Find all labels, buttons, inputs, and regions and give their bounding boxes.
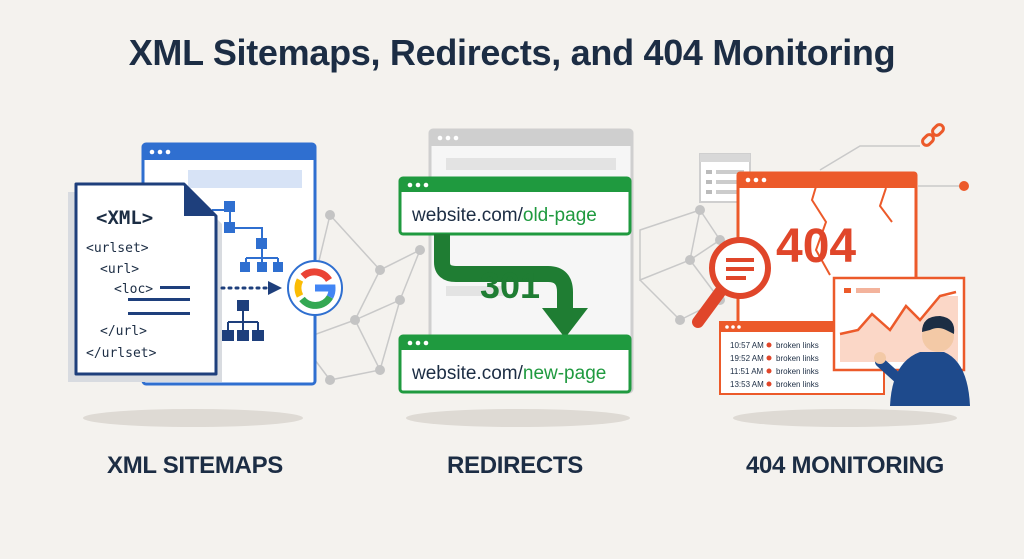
xml-tag: <XML> [96,207,153,229]
new-url-path: new-page [523,363,606,384]
person-icon [874,316,970,406]
xml-line: </url> [100,324,147,339]
shadow [83,409,303,427]
shadow [733,409,957,427]
old-url-bar: website.com/old-page [398,176,632,236]
log-time: 19:52 AM [730,354,764,363]
submit-arrow [220,281,282,295]
svg-text:website.com/old-page: website.com/old-page [411,205,597,226]
new-url-bar: website.com/new-page [398,334,632,394]
log-text: broken links [776,380,819,389]
new-url-domain: website.com/ [411,363,524,384]
old-url-path: old-page [523,205,597,226]
log-text: broken links [776,354,819,363]
broken-link-icon [921,123,945,147]
log-time: 13:53 AM [730,380,764,389]
node-dot [959,181,969,191]
redirects-label: REDIRECTS [447,452,583,479]
xml-line: <url> [100,262,139,277]
shadow [406,409,630,427]
magnifier-icon [692,237,771,328]
site-tree-icon-2 [227,310,259,330]
log-text: broken links [776,341,819,350]
log-text: broken links [776,367,819,376]
xml-line: </urlset> [86,346,157,361]
log-time: 11:51 AM [730,367,764,376]
old-url-domain: website.com/ [411,205,524,226]
svg-text:website.com/new-page: website.com/new-page [411,363,606,384]
xml-line: <loc> [114,282,153,297]
network-nodes [295,205,725,385]
error-code: 404 [776,220,856,273]
sitemaps-label: XML SITEMAPS [107,452,283,479]
log-entries: 10:57 AM broken links 19:52 AM broken li… [730,341,819,389]
status-code: 301 [480,265,540,306]
xml-line: <urlset> [86,241,149,256]
xml-code: <XML> <urlset> <url> <loc> </url> </urls… [86,207,157,361]
xml-document [68,182,222,382]
google-icon [287,260,343,316]
page-title: XML Sitemaps, Redirects, and 404 Monitor… [128,32,896,73]
monitoring-label: 404 MONITORING [745,452,945,479]
redirect-arrow [434,234,588,338]
log-time: 10:57 AM [730,341,764,350]
